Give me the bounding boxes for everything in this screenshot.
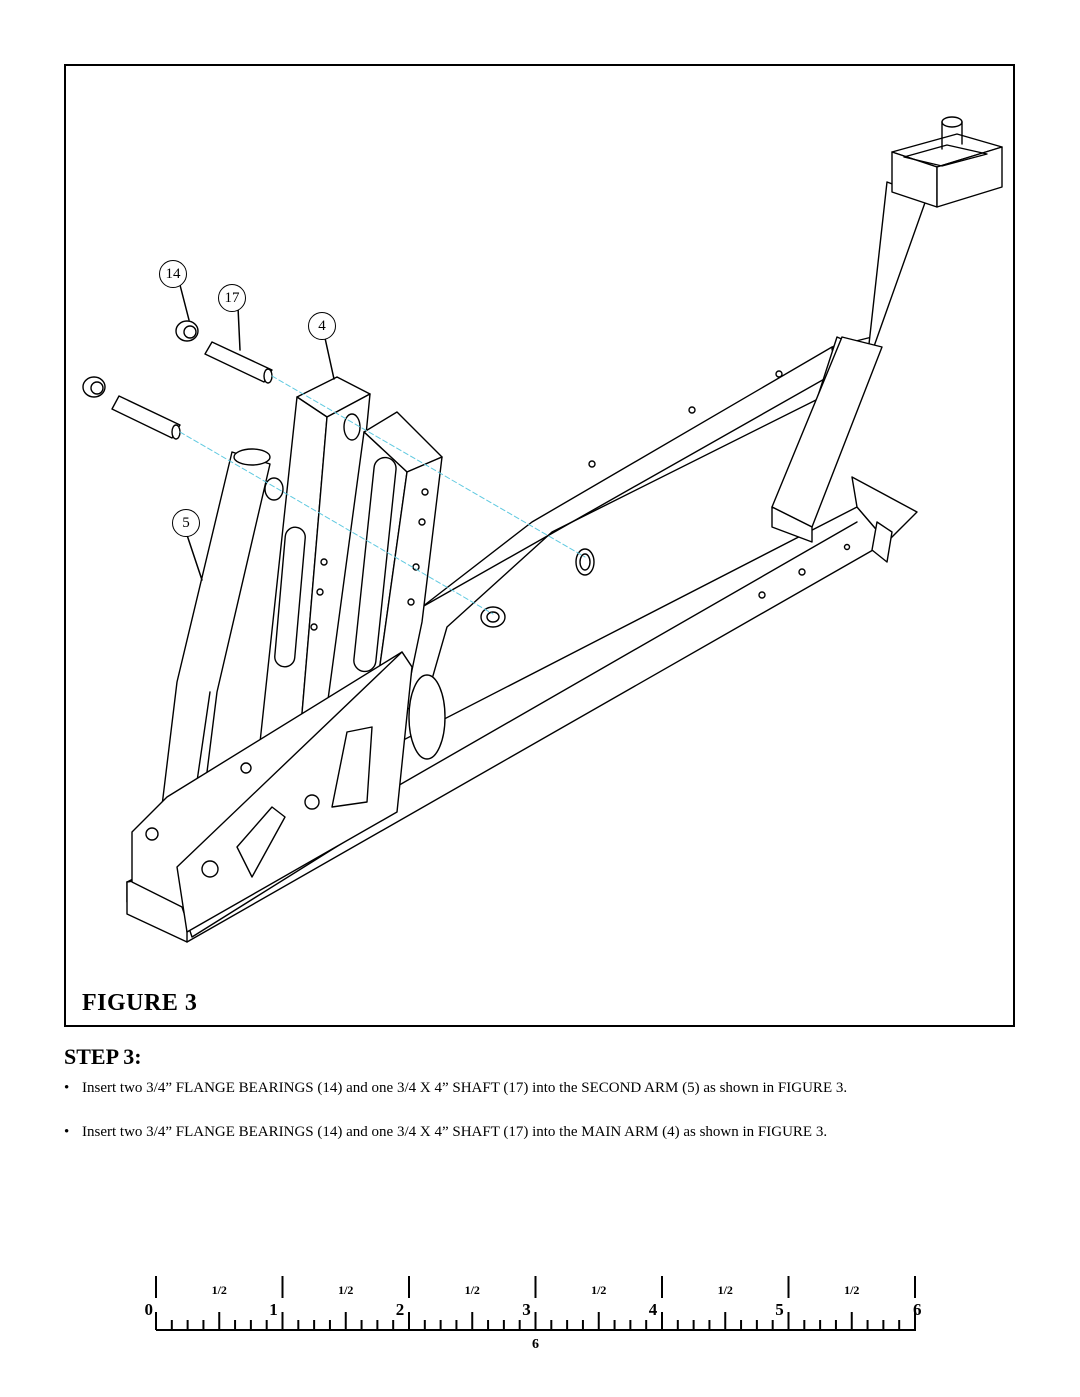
measurement-ruler: 0 1/2 1 1/2 2 1/2 3 1/2 4 1/2 5 1/2 6 6 [145, 1276, 922, 1352]
callout-17-label: 17 [224, 289, 240, 306]
step-heading: STEP 3: [64, 1044, 142, 1069]
figure-caption: FIGURE 3 [82, 990, 198, 1016]
ruler-half-label: 1/2 [465, 1283, 480, 1297]
callout-4-label: 4 [318, 317, 326, 334]
instruction-bullet: • Insert two 3/4” FLANGE BEARINGS (14) an… [64, 1079, 1014, 1097]
callout-4: 4 [308, 312, 336, 340]
instruction-text: Insert two 3/4” FLANGE BEARINGS (14) and… [82, 1124, 828, 1140]
ruler-inch-label: 5 [775, 1300, 784, 1319]
ruler-half-label: 1/2 [591, 1283, 606, 1297]
bullet-symbol: • [64, 1124, 70, 1140]
frame-bearings [408, 548, 595, 760]
ruler-half-label: 1/2 [844, 1283, 859, 1297]
instruction-bullet: • Insert two 3/4” FLANGE BEARINGS (14) an… [64, 1123, 1014, 1141]
ruler-inch-label: 4 [649, 1300, 658, 1319]
callout-17: 17 [218, 284, 246, 312]
rear-post [771, 116, 1003, 543]
callout-5: 5 [172, 509, 200, 537]
assembly-illustration [82, 116, 1003, 943]
side-plate [131, 651, 413, 938]
callout-5-label: 5 [182, 514, 190, 531]
callout-leaders [179, 284, 335, 581]
ruler-half-label: 1/2 [718, 1283, 733, 1297]
callout-14: 14 [159, 260, 187, 288]
ruler-inch-label: 3 [522, 1300, 531, 1319]
ruler-inch-label: 6 [913, 1300, 922, 1319]
callout-14-label: 14 [165, 265, 181, 282]
instruction-text: Insert two 3/4” FLANGE BEARINGS (14) and… [82, 1080, 848, 1096]
page-number: 6 [532, 1337, 539, 1352]
alignment-lines [179, 375, 586, 615]
ruler-inch-label: 0 [145, 1300, 154, 1319]
ruler-half-label: 1/2 [212, 1283, 227, 1297]
figure-frame: 14 17 4 5 FIGURE 3 [64, 64, 1015, 1027]
ruler-half-label: 1/2 [338, 1283, 353, 1297]
bullet-symbol: • [64, 1080, 70, 1096]
ruler-inch-label: 2 [396, 1300, 405, 1319]
ruler-inch-label: 1 [269, 1300, 278, 1319]
loose-parts [82, 320, 273, 440]
